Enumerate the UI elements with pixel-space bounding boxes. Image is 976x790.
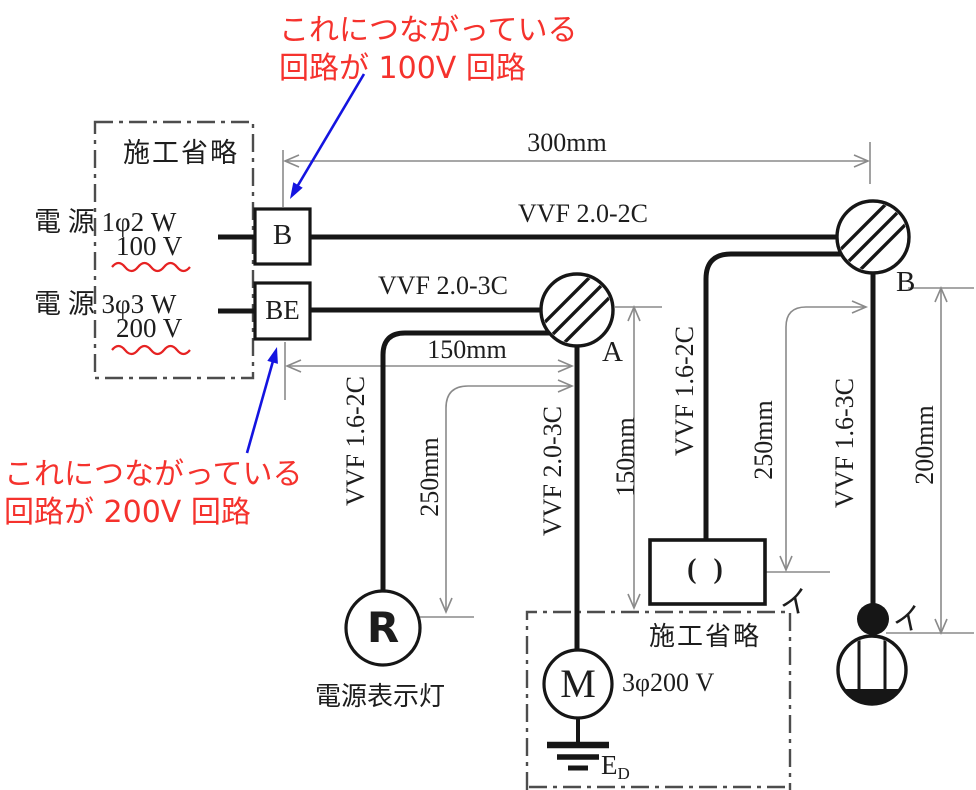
source-100v-voltage: 100 V [116,231,183,261]
omission-box-bottom [525,610,792,790]
motor-spec: 3φ200 V [622,668,715,697]
omission-box-top [93,120,255,380]
ground-label-e: E [601,750,618,780]
pilot-lamp-letter: R [366,603,400,652]
source-200v-label: 電 源 3φ3 W [34,289,177,319]
dim-150mm-h-label: 150mm [427,335,507,364]
pilot-lamp-caption: 電源表示灯 [314,682,446,711]
motor-symbol [542,648,614,771]
ceiling-lamp-symbol [836,603,908,706]
dim-200mm-label: 200mm [910,405,939,485]
junction-box-a [539,272,615,348]
switch-box-symbol: ( ) [687,554,728,585]
dim-300mm-label: 300mm [527,128,607,157]
cable-vvf16-2c-right-label: VVF 1.6-2C [670,325,699,457]
note-200v-line1: これにつながっている [4,457,303,492]
ground-label: ED [601,750,630,784]
breaker-b-label: B [272,219,293,251]
annotation-arrow-200v [245,347,278,454]
dimension-lines [282,142,974,636]
breaker-boxes [253,207,312,341]
note-100v-line1: これにつながっている [279,13,578,48]
omission-label-bottom: 施工省略 [649,622,762,651]
cable-vvf20-3c-v-label: VVF 2.0-3C [538,405,567,537]
cable-vvf20-2c-label: VVF 2.0-2C [517,199,649,228]
source-200v-voltage: 200 V [116,313,183,343]
note-100v-line2: 回路が 100V 回路 [279,51,526,86]
switch-box [648,538,767,606]
breaker-be-label: BE [265,295,300,325]
ground-label-d: D [617,764,630,783]
red-wavy-underlines [111,261,191,356]
cable-vvf16-3c-label: VVF 1.6-3C [830,377,859,509]
cable-vvf20-3c-h-label: VVF 2.0-3C [377,271,509,300]
junction-b-label: B [896,266,916,298]
dim-250mm-left-label: 250mm [415,437,444,517]
omission-label-top: 施工省略 [123,138,239,168]
pilot-lamp-circle [344,589,422,667]
junction-a-label: A [602,336,623,368]
dim-150mm-v-label: 150mm [611,417,640,497]
cable-vvf16-2c-left-label: VVF 1.6-2C [341,375,370,507]
annotation-arrow-100v [290,73,366,199]
motor-letter: M [560,661,596,706]
dim-250mm-right-label: 250mm [749,400,778,480]
cable-runs [218,234,876,650]
source-100v-label: 電 源 1φ2 W [34,207,177,237]
note-200v-line2: 回路が 200V 回路 [4,495,251,530]
